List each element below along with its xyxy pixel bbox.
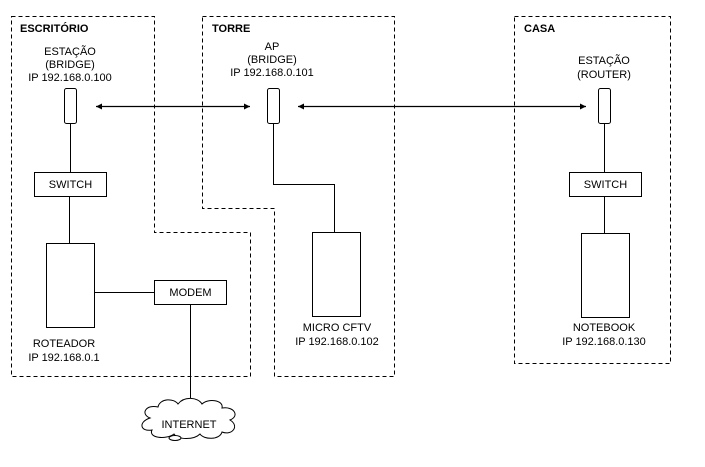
zone-casa-outline bbox=[514, 16, 671, 364]
ap-bridge-mode: (BRIDGE) bbox=[247, 54, 297, 66]
estacao-bridge-name: ESTAÇÃO bbox=[44, 45, 96, 58]
estacao-router-name: ESTAÇÃO bbox=[578, 54, 630, 67]
roteador-box bbox=[46, 243, 95, 328]
notebook-ip: IP 192.168.0.130 bbox=[562, 336, 646, 348]
switch-escritorio bbox=[34, 172, 107, 197]
modem-label: MODEM bbox=[169, 287, 211, 299]
zone-escritorio-outline bbox=[11, 16, 251, 377]
notebook-box bbox=[581, 233, 630, 318]
estacao-bridge-mode: (BRIDGE) bbox=[45, 59, 95, 71]
ap-bridge-name: AP bbox=[265, 41, 280, 53]
micro-cftv-ip: IP 192.168.0.102 bbox=[295, 336, 379, 348]
zone-title-torre: TORRE bbox=[212, 23, 250, 35]
switch-casa-label: SWITCH bbox=[584, 179, 627, 191]
zone-title-casa: CASA bbox=[524, 23, 555, 35]
modem-box bbox=[154, 280, 227, 305]
roteador-name: ROTEADOR bbox=[33, 338, 95, 350]
switch-escritorio-label: SWITCH bbox=[49, 179, 92, 191]
roteador-ip: IP 192.168.0.1 bbox=[28, 352, 99, 364]
estacao-bridge-ip: IP 192.168.0.100 bbox=[28, 72, 112, 84]
ap-bridge-antenna bbox=[267, 88, 280, 124]
notebook-name: NOTEBOOK bbox=[573, 322, 636, 334]
switch-casa bbox=[569, 172, 642, 197]
estacao-bridge-antenna bbox=[64, 88, 77, 124]
micro-cftv-name: MICRO CFTV bbox=[303, 322, 372, 334]
internet-label: INTERNET bbox=[162, 419, 217, 431]
internet-cloud-icon bbox=[141, 397, 236, 439]
zone-torre-outline bbox=[202, 16, 395, 377]
cable-ap-micro-cftv bbox=[273, 124, 335, 232]
ap-bridge-ip: IP 192.168.0.101 bbox=[230, 67, 314, 79]
micro-cftv-box bbox=[312, 232, 361, 317]
internet-cloud-plug-icon bbox=[168, 435, 182, 441]
zone-title-escritorio: ESCRITÓRIO bbox=[20, 22, 89, 35]
estacao-router-mode: (ROUTER) bbox=[577, 69, 631, 81]
estacao-router-antenna bbox=[598, 88, 611, 124]
